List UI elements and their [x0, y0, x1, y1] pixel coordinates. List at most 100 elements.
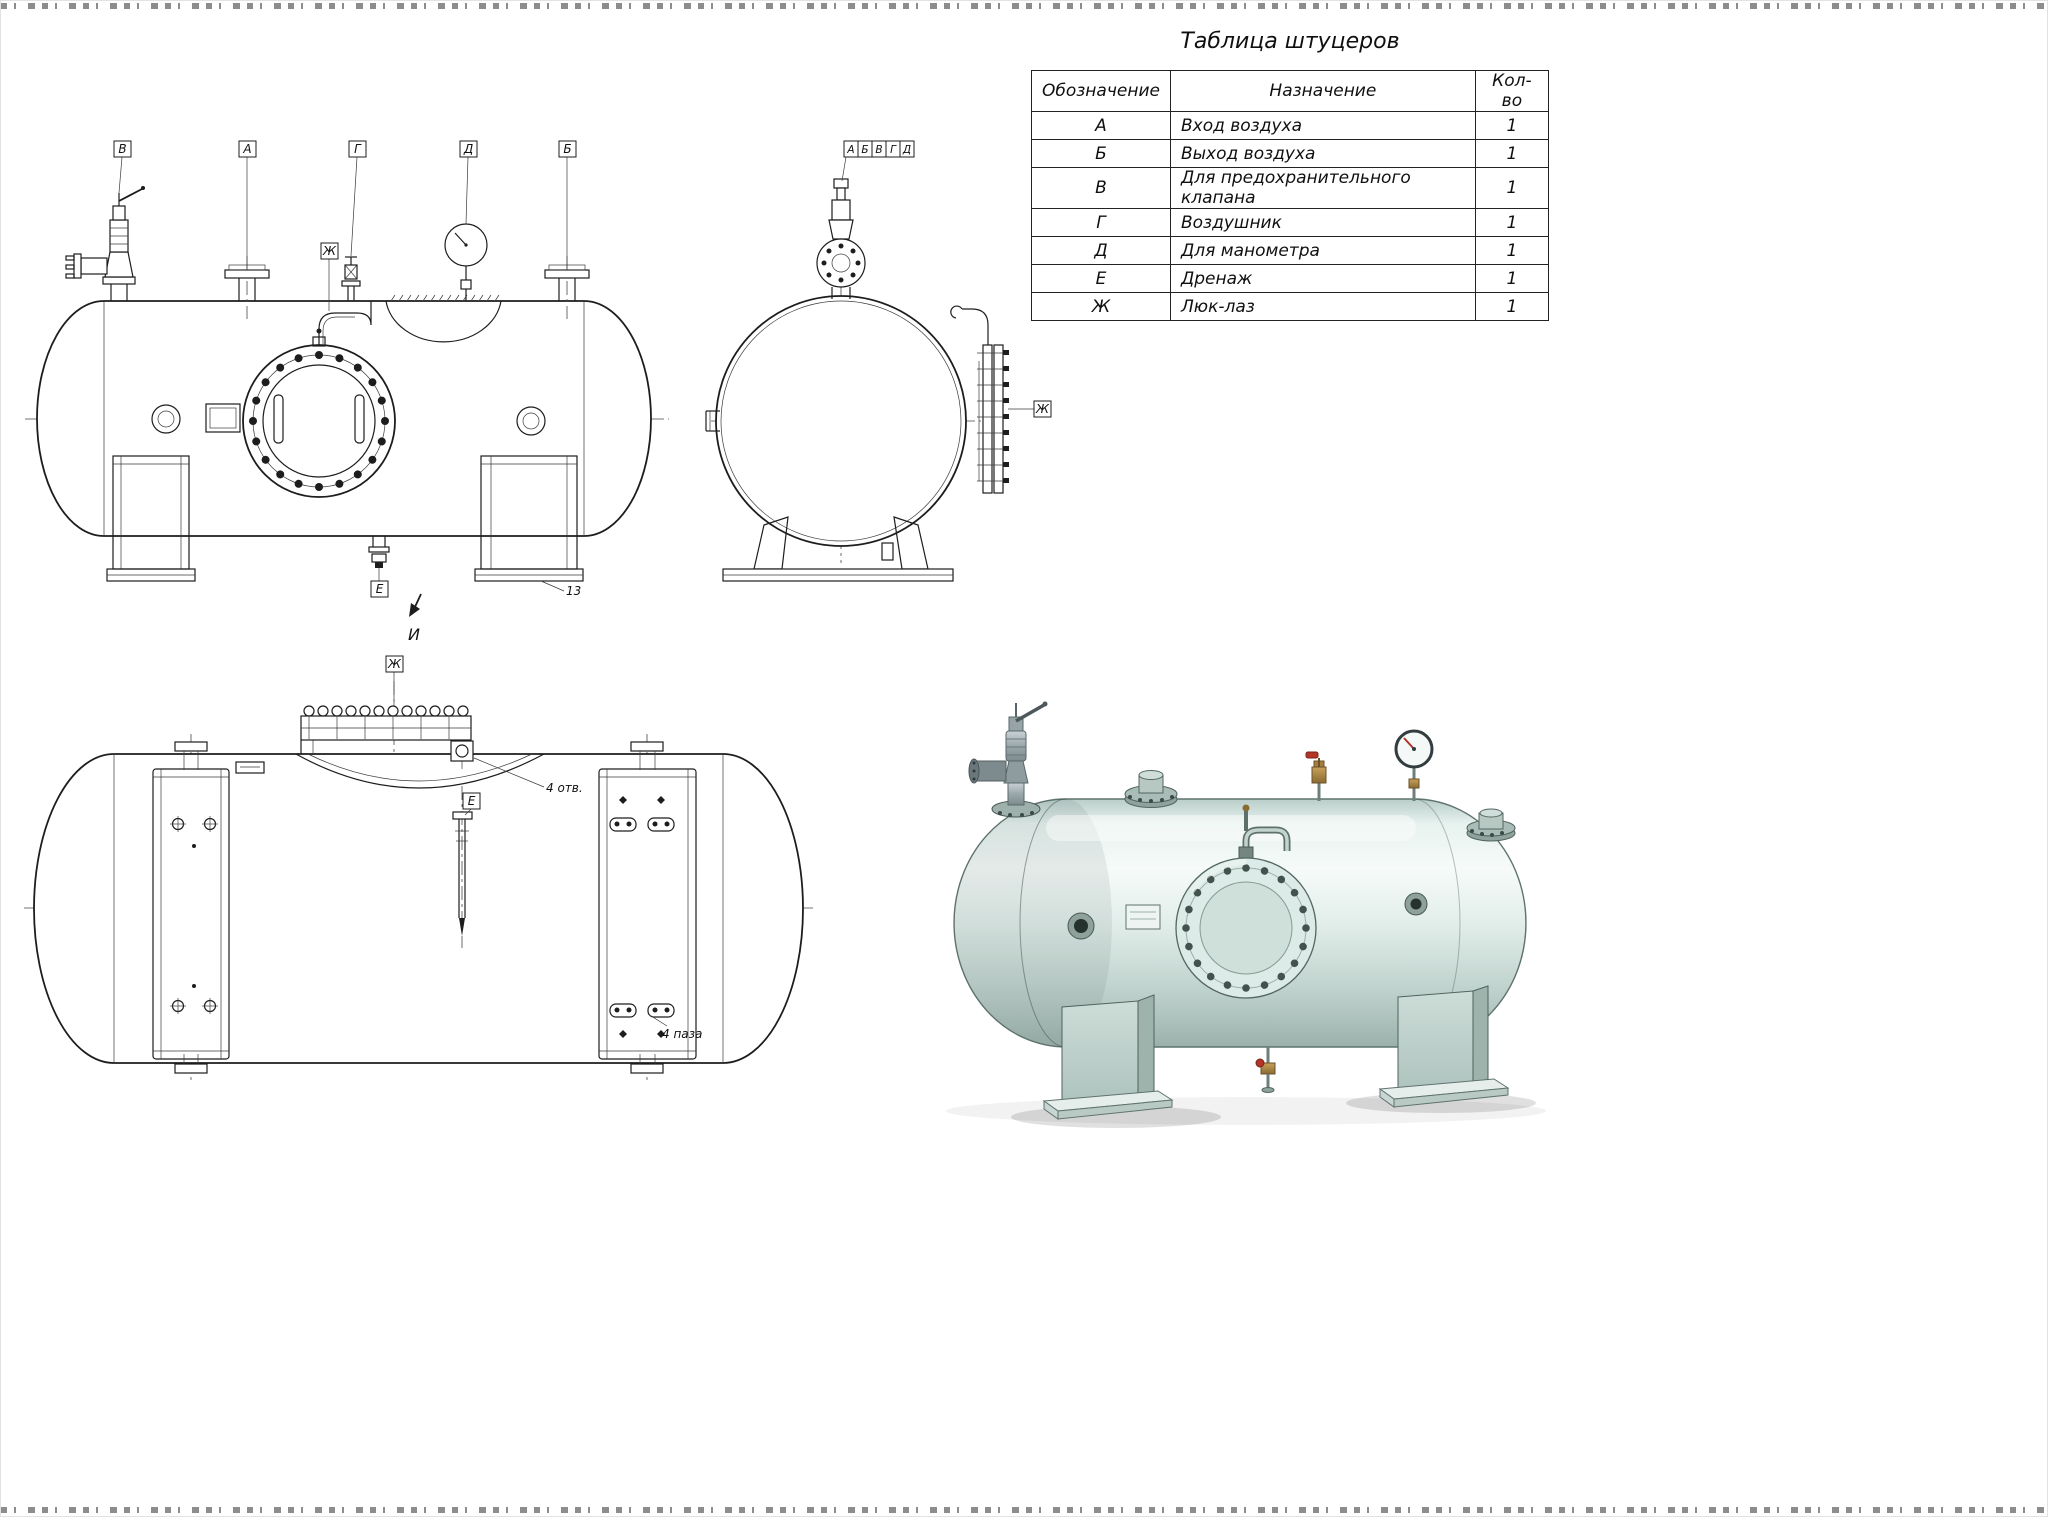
header-qty: Кол-во [1474, 70, 1550, 112]
support-right-3d [1378, 985, 1510, 1108]
side-stub-nozzle [705, 410, 720, 432]
side-top-nozzle [816, 178, 866, 299]
side-davit-pipe [962, 308, 989, 345]
plan-note-slots-text: 4 паза [662, 1027, 702, 1041]
safety-valve [65, 186, 145, 301]
scan-artifact-bottom [1, 1507, 2047, 1513]
front-label-b-text: Б [563, 142, 571, 156]
plan-saddle-right [598, 768, 697, 1060]
nozzle-table-section: Таблица штуцеров Обозначение Назначение … [1031, 29, 1550, 321]
support-left-3d [1042, 994, 1174, 1120]
plan-nameplate [235, 761, 265, 774]
side-label-manhole: Ж [1008, 400, 1052, 418]
plan-label-manhole: Ж [385, 655, 404, 706]
plan-note-slots: 4 паза [647, 1013, 702, 1041]
front-label-drain: Е [370, 580, 389, 598]
table-header-row: Обозначение Назначение Кол-во [1031, 70, 1550, 112]
manhole [242, 301, 396, 498]
inlet-flange-3d [1124, 770, 1178, 808]
front-label-d-text: Д [463, 142, 473, 156]
view-mark-text: И [408, 625, 420, 644]
nameplate-3d [1125, 904, 1161, 930]
vent-valve [341, 256, 361, 301]
manhole-3d [1175, 804, 1317, 999]
plan-label-zh-text: Ж [387, 657, 402, 671]
render-3d [946, 701, 1546, 1128]
plan-note-holes: 4 отв. [473, 757, 583, 795]
side-label-g-text: Г [890, 144, 897, 156]
plan-trunnions [174, 741, 664, 1074]
front-label-air-outlet: Б [558, 140, 577, 269]
plan-drain [452, 786, 473, 948]
side-label-v-text: В [875, 144, 882, 156]
nozzle-hole-left-3d [1067, 912, 1095, 940]
front-label-a-text: А [242, 142, 251, 156]
plan-manhole-flange [300, 705, 472, 754]
side-support [722, 516, 954, 582]
side-label-a-text: А [846, 144, 854, 156]
plan-manhole-bolts [303, 705, 469, 739]
front-label-g-text: Г [354, 142, 362, 156]
front-label-manhole: Ж [320, 242, 339, 311]
vent-valve-3d [1305, 751, 1327, 801]
side-label-b-text: Б [861, 144, 868, 156]
pressure-gauge-3d [1394, 729, 1434, 801]
drain-handwheel [1255, 1058, 1265, 1068]
plan-note-holes-text: 4 отв. [546, 781, 583, 795]
plan-gauge-pad [450, 740, 474, 769]
vessel-end [715, 295, 967, 547]
saddle-support-right [474, 455, 584, 582]
plan-label-drain: Е [462, 792, 481, 816]
front-label-v-text: В [118, 142, 126, 156]
drain-valve-3d [1255, 1047, 1276, 1093]
pressure-gauge [444, 223, 488, 301]
nameplate [205, 403, 241, 433]
front-label-air-inlet: А [238, 140, 257, 269]
manhole-3d-bolts [1182, 864, 1310, 992]
davit-pin-knob [1242, 804, 1250, 812]
vessel-shell-plan [33, 753, 804, 1064]
drain-fitting [368, 536, 390, 581]
shell-nozzle-left [151, 404, 181, 434]
front-label-zh-text: Ж [322, 244, 337, 258]
safety-valve-3d [968, 701, 1048, 818]
manhole-bolts [249, 351, 389, 491]
plan-label-e-text: Е [468, 794, 476, 808]
plan-saddle-left [152, 768, 230, 1060]
header-designation: Обозначение [1031, 70, 1171, 112]
front-label-e-text: Е [376, 582, 384, 596]
front-callout-text: 13 [566, 584, 581, 598]
side-view-drawing: А Б В Г Д Ж [705, 140, 1052, 582]
side-label-zh-text: Ж [1035, 402, 1050, 416]
outlet-flange-3d [1466, 808, 1516, 842]
davit-hook [950, 305, 963, 319]
valve-lever [1015, 703, 1045, 723]
saddle-support-left [106, 455, 196, 582]
front-label-vent: Г [348, 140, 367, 257]
side-manhole [950, 305, 1009, 494]
nozzle-a [224, 256, 270, 319]
front-label-safety-valve: В [113, 140, 132, 194]
side-label-d-text: Д [902, 144, 911, 156]
front-callout: 13 [540, 580, 581, 598]
scan-artifact-top [1, 3, 2047, 9]
highlight-band [1046, 815, 1416, 841]
table-title: Таблица штуцеров [1180, 29, 1400, 54]
shell-nozzle-right [516, 406, 546, 436]
front-view-drawing: В А Г Д Б Ж Е [25, 140, 669, 598]
manhole-davit [312, 301, 372, 347]
view-direction-mark: И [408, 593, 422, 644]
plan-view-drawing: И [24, 593, 816, 1084]
red-handle [1305, 751, 1319, 759]
side-manhole-bolts [977, 350, 1009, 483]
nozzle-hole-right-3d [1404, 892, 1428, 916]
